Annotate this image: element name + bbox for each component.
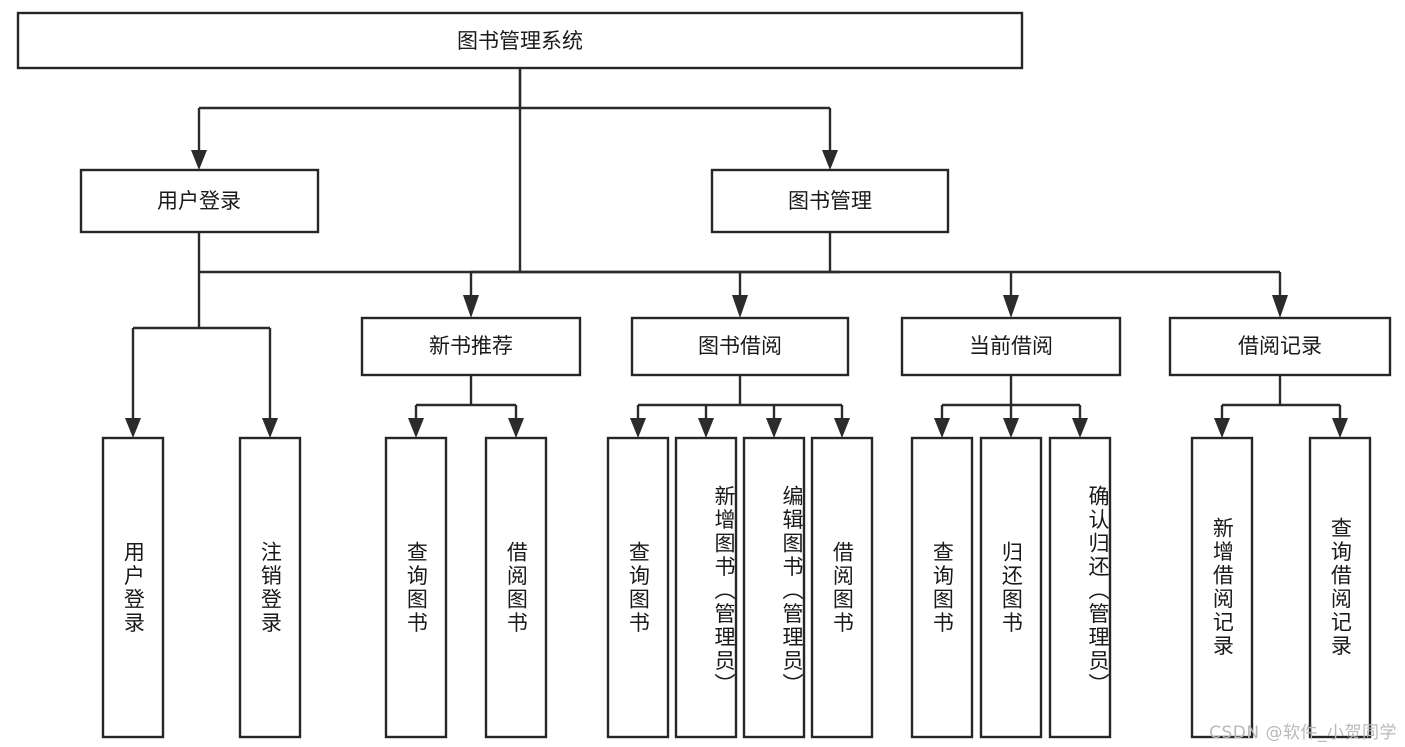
node-box-leaf-user-login[interactable] [101,436,165,739]
arrow-cb-leaf1 [934,418,950,438]
node-label-user-login: 用户登录 [157,189,241,213]
arrow-new-book [463,295,479,318]
node-box-leaf-query-book-2[interactable] [606,436,670,739]
arrow-book-mgmt [822,150,838,170]
arrow-rc-leaf2 [1332,418,1348,438]
node-box-root[interactable] [16,11,1024,70]
arrow-bw-leaf3 [766,418,782,438]
connector-group-borrow-children [630,375,850,438]
arrow-cb-leaf3 [1072,418,1088,438]
node-box-leaf-borrow-book-2[interactable] [810,436,874,739]
node-box-leaf-logout[interactable] [238,436,302,739]
node-box-leaf-return-book[interactable] [979,436,1043,739]
node-box-new-book-recommend[interactable] [360,316,582,377]
node-box-leaf-query-borrow-record[interactable] [1308,436,1372,739]
node-box-leaf-borrow-book-1[interactable] [484,436,548,739]
connector-group-user-login-children [125,232,278,438]
node-label-borrow-record: 借阅记录 [1238,334,1322,358]
arrow-cb-leaf2 [1003,418,1019,438]
arrow-leaf-logout [262,418,278,438]
arrow-bw-leaf1 [630,418,646,438]
node-label-current-borrow: 当前借阅 [969,334,1053,358]
connector-group-book-mgmt-children [463,232,1288,318]
connector-group-new-book-children [408,375,524,438]
node-box-leaf-confirm-return-admin[interactable] [1048,436,1112,739]
arrow-leaf-user-login [125,418,141,438]
arrow-nb-leaf2 [508,418,524,438]
arrow-borrow [732,295,748,318]
node-label-root: 图书管理系统 [457,29,583,53]
node-box-leaf-add-book-admin[interactable] [674,436,738,739]
node-box-book-management[interactable] [710,168,950,234]
connector-group-record-children [1214,375,1348,438]
arrow-user-login [191,150,207,170]
arrow-rc-leaf1 [1214,418,1230,438]
arrow-bw-leaf2 [698,418,714,438]
node-box-current-borrow[interactable] [900,316,1122,377]
node-box-user-login[interactable] [79,168,320,234]
node-label-new-book-recommend: 新书推荐 [429,334,513,358]
arrow-bw-leaf4 [834,418,850,438]
arrow-current [1003,295,1019,318]
connector-group-current-children [934,375,1088,438]
node-box-book-borrow[interactable] [630,316,850,377]
csdn-watermark: CSDN @软件_小贺同学 [1209,723,1397,743]
connector-group-level1 [191,68,838,170]
node-label-book-management: 图书管理 [788,189,872,213]
node-label-book-borrow: 图书借阅 [698,334,782,358]
arrow-record [1272,295,1288,318]
node-box-leaf-edit-book-admin[interactable] [742,436,806,739]
node-box-leaf-add-borrow-record[interactable] [1190,436,1254,739]
node-box-borrow-record[interactable] [1168,316,1392,377]
node-box-leaf-query-book-1[interactable] [384,436,448,739]
node-box-leaf-query-book-3[interactable] [910,436,974,739]
arrow-nb-leaf1 [408,418,424,438]
